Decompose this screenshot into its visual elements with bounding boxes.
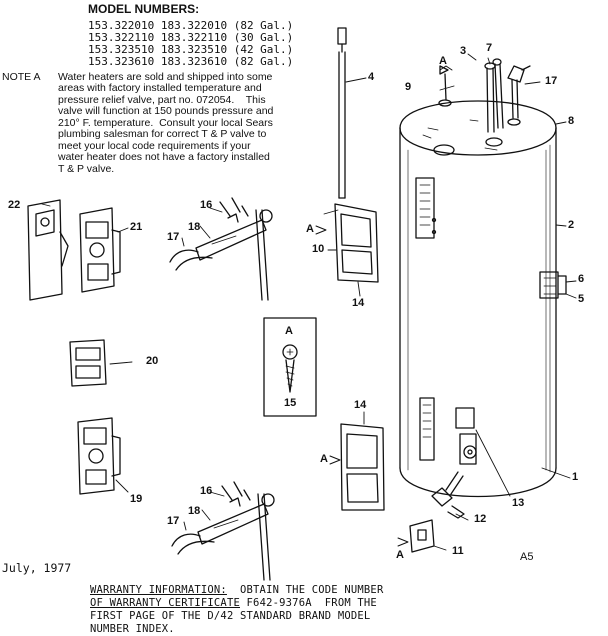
upper-thermostat — [79, 207, 121, 293]
lower-thermostat — [77, 417, 121, 495]
tank-upper-opening — [415, 177, 437, 239]
note-line: 210° F. temperature. Consult your local … — [58, 117, 273, 129]
part-label-21: 21 — [130, 221, 143, 233]
warranty-line-1-text: OBTAIN THE CODE NUMBER — [226, 584, 384, 596]
reference-marker-a-door-upper: A — [306, 223, 314, 235]
part-label-7: 7 — [486, 42, 493, 54]
model-number-line: 153.323510 183.323510 (42 Gal.) — [88, 43, 294, 56]
thermostat-bracket — [27, 199, 69, 301]
part-label-3: 3 — [460, 45, 467, 57]
part-label-17-valve: 17 — [545, 75, 558, 87]
model-number-line: 153.322110 183.322110 (30 Gal.) — [88, 31, 294, 44]
note-line: water heater does not have a factory ins… — [58, 151, 270, 163]
part-label-9: 9 — [405, 81, 412, 93]
reference-marker-a-door-lower: A — [320, 453, 328, 465]
part-label-8: 8 — [568, 115, 575, 127]
part-label-18-lower: 18 — [188, 505, 201, 517]
note-label: NOTE A — [2, 71, 41, 83]
water-heater-tank — [399, 99, 557, 498]
model-number-line: 153.322010 183.322010 (82 Gal.) — [88, 19, 294, 32]
warranty-certificate-text: OF WARRANTY CERTIFICATE — [90, 597, 240, 609]
note-line: Water heaters are sold and shipped into … — [58, 71, 273, 83]
tank-lower-opening — [419, 397, 477, 465]
upper-heating-element-assembly — [169, 197, 273, 301]
limit-switch — [69, 339, 107, 387]
top-nipples — [439, 58, 531, 133]
part-label-14-lower: 14 — [354, 399, 367, 411]
warranty-line-1: WARRANTY INFORMATION: OBTAIN THE CODE NU… — [90, 584, 383, 597]
note-line: pressure relief valve, part no. 072054. … — [58, 94, 266, 106]
note-line: valve will function at 150 pounds pressu… — [58, 105, 274, 117]
model-number-line: 153.323610 183.323610 (82 Gal.) — [88, 55, 294, 68]
part-label-5: 5 — [578, 293, 585, 305]
warranty-line-3: FIRST PAGE OF THE D/42 STANDARD BRAND MO… — [90, 610, 371, 622]
upper-access-door — [323, 203, 379, 283]
date-stamp: July, 1977 — [2, 561, 72, 575]
leader-lines — [41, 53, 577, 551]
lower-access-door — [340, 423, 385, 511]
reference-marker-a-screw: A — [285, 325, 293, 337]
page-code: A5 — [520, 551, 534, 563]
part-label-15: 15 — [284, 397, 297, 409]
part-label-16-lower: 16 — [200, 485, 213, 497]
part-label-12: 12 — [474, 513, 487, 525]
dip-tube — [337, 27, 347, 199]
part-label-4: 4 — [368, 71, 375, 83]
note-line: plumbing salesman for correct T & P valv… — [58, 128, 267, 140]
part-label-6: 6 — [578, 273, 585, 285]
part-label-1: 1 — [572, 471, 579, 483]
part-label-14-upper: 14 — [352, 297, 365, 309]
part-label-10: 10 — [312, 243, 325, 255]
part-label-19: 19 — [130, 493, 143, 505]
note-line: areas with factory installed temperature… — [58, 82, 262, 94]
lower-heating-element-assembly — [171, 481, 275, 581]
drain-valve-and-cover — [409, 471, 465, 553]
part-label-22: 22 — [8, 199, 21, 211]
reference-arrows — [315, 65, 453, 547]
screw-detail-box — [263, 317, 317, 417]
tank-bracket — [539, 271, 567, 299]
part-label-16-upper: 16 — [200, 199, 213, 211]
warranty-line-2-text: F642-9376A FROM THE — [240, 597, 377, 609]
warranty-line-4: NUMBER INDEX. — [90, 623, 175, 635]
warranty-heading: WARRANTY INFORMATION: — [90, 584, 227, 596]
part-label-20: 20 — [146, 355, 159, 367]
warranty-line-2: OF WARRANTY CERTIFICATE F642-9376A FROM … — [90, 597, 377, 610]
part-label-18-upper: 18 — [188, 221, 201, 233]
reference-marker-a-top: A — [439, 55, 447, 67]
part-label-13: 13 — [512, 497, 525, 509]
part-label-17-upper: 17 — [167, 231, 180, 243]
part-label-17-lower: 17 — [167, 515, 180, 527]
note-line: T & P valve. — [58, 163, 115, 175]
model-numbers-title: MODEL NUMBERS: — [88, 2, 200, 16]
note-line: meet your local code requirements if you… — [58, 140, 251, 152]
reference-marker-a-cover: A — [396, 549, 404, 561]
part-label-2: 2 — [568, 219, 575, 231]
part-label-11: 11 — [452, 545, 464, 557]
